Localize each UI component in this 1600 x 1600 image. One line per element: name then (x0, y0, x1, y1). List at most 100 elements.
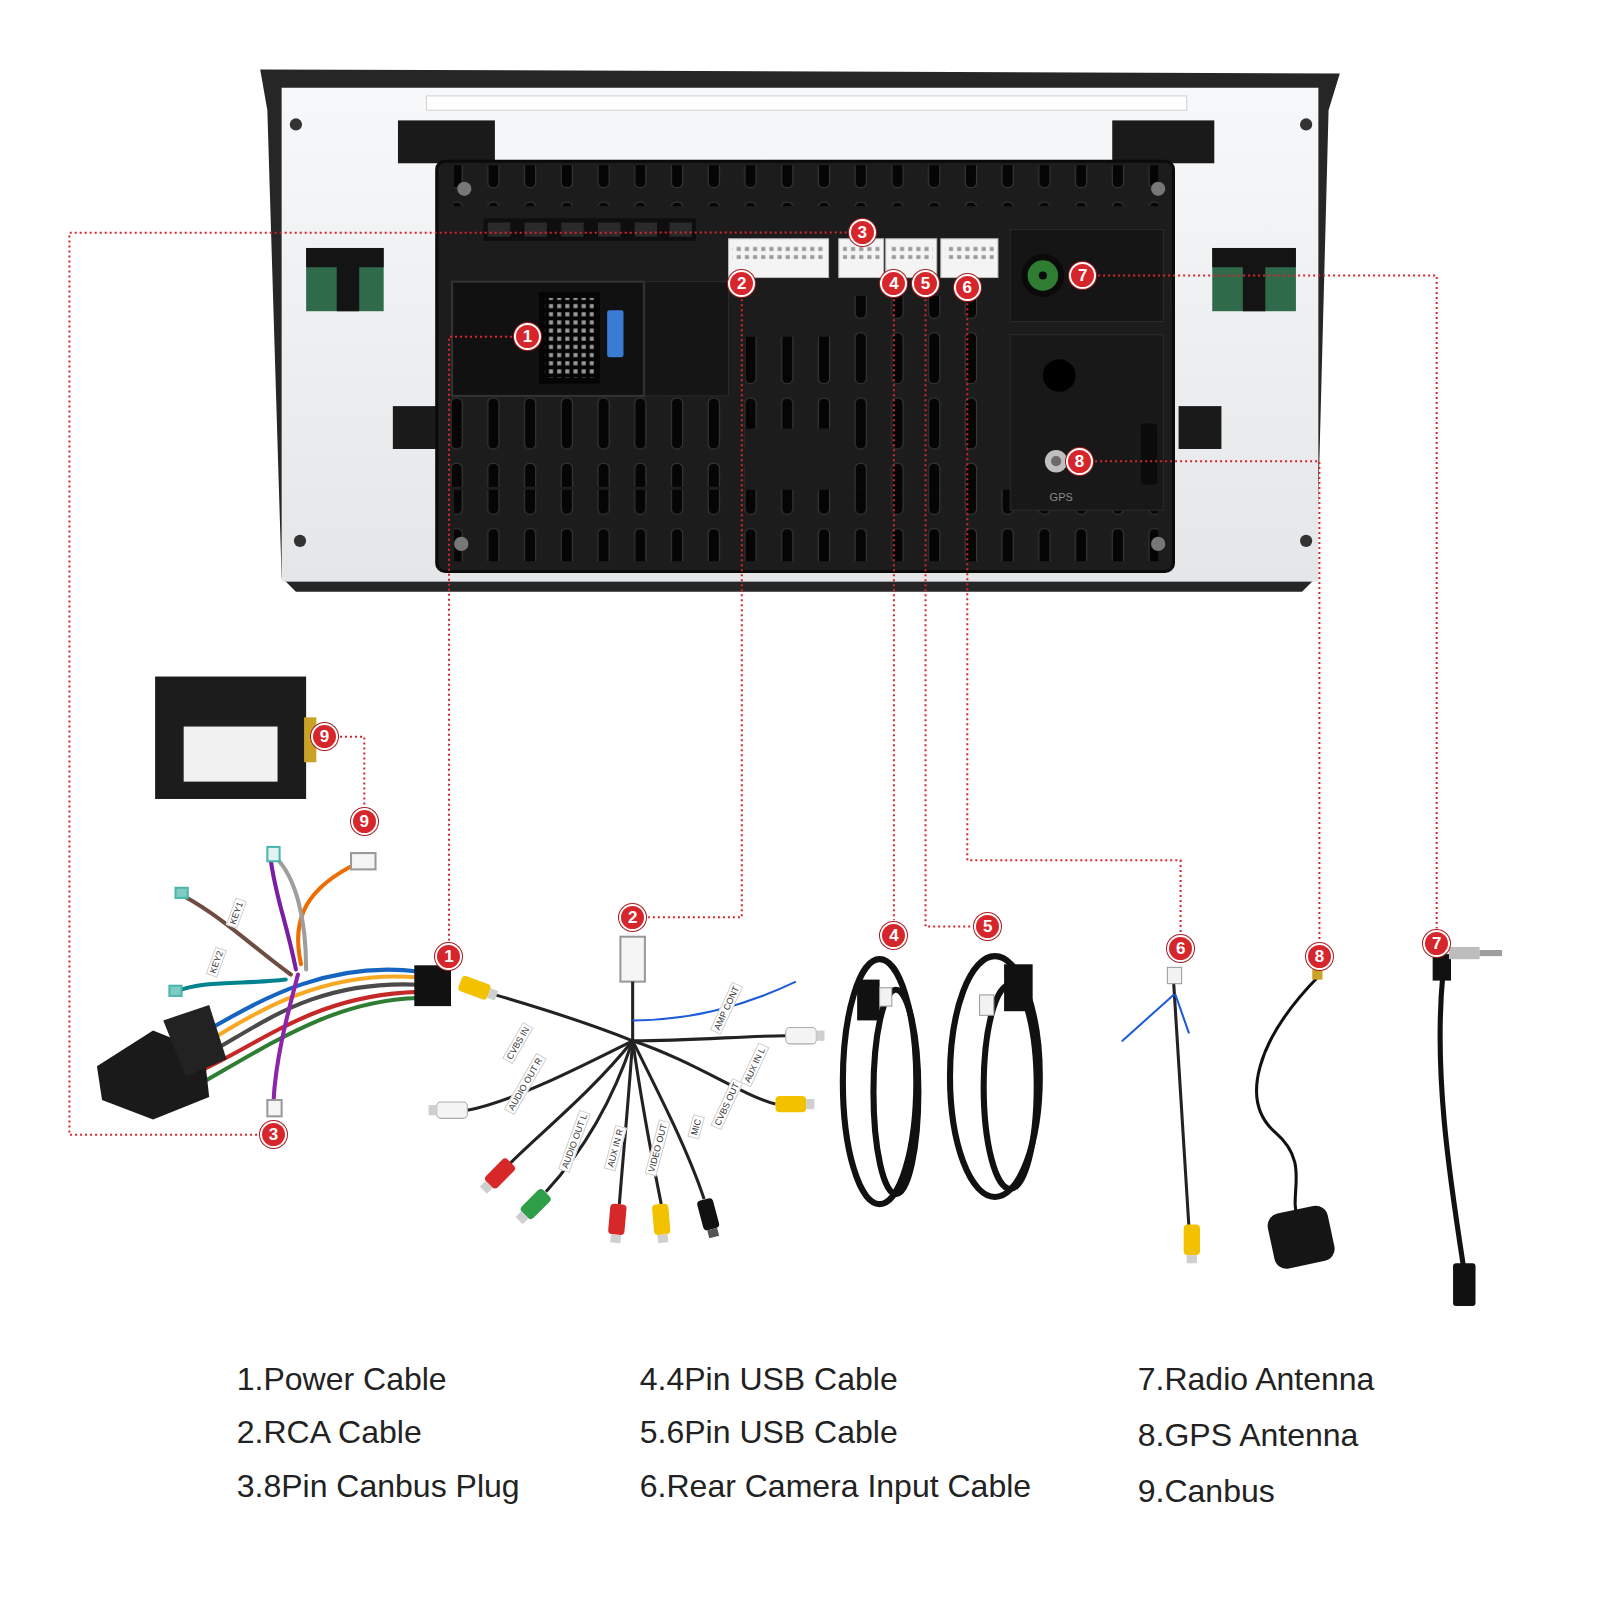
callout-number: 2 (628, 909, 637, 926)
back-panel (437, 161, 1174, 571)
power-harness-part (163, 1005, 226, 1076)
rca-cable-part (696, 1197, 722, 1239)
camera-cable-part (1173, 980, 1188, 1225)
rca-cable-part (513, 1187, 552, 1226)
callout-number: 6 (1176, 940, 1185, 957)
gps-antenna-part (1257, 976, 1320, 1220)
power-harness-part (414, 965, 451, 1006)
callout-circle: 8 (1306, 943, 1333, 970)
rca-cable-part-part (480, 1181, 493, 1194)
callout-number: 2 (737, 275, 746, 292)
power-harness-part (199, 992, 418, 1072)
back-panel-part (645, 282, 729, 396)
back-panel-part (945, 245, 994, 259)
callout-number: 8 (1315, 948, 1324, 965)
callout-number: 4 (889, 275, 898, 292)
back-panel-part (454, 490, 1158, 561)
power-harness-part (189, 970, 419, 1041)
gps-antenna-part (1312, 969, 1322, 979)
radio-antenna-cable-part (1449, 947, 1480, 959)
callout-number: 5 (983, 918, 992, 935)
radio-antenna-cable-part (1433, 954, 1451, 981)
back-panel-part (561, 222, 583, 236)
radio-bezel-part (306, 248, 384, 311)
back-panel-part (847, 296, 1000, 490)
rca-cable-part-part (776, 1096, 807, 1112)
radio-bezel-part (1212, 248, 1296, 311)
back-panel-part (745, 337, 847, 429)
callout-number: 9 (320, 728, 329, 745)
rca-cable-part (776, 1096, 815, 1112)
radio-bezel-part (1112, 120, 1214, 163)
camera-cable-part (1176, 995, 1189, 1033)
back-panel-part (454, 537, 468, 551)
power-harness-part (276, 857, 307, 969)
legend-item: 3.8Pin Canbus Plug (237, 1468, 520, 1505)
usb-cables-part (857, 980, 879, 1021)
gps-antenna-part (1265, 1203, 1337, 1271)
rca-cable-part-part (707, 1228, 719, 1239)
back-panel-part (484, 218, 696, 240)
radio-antenna-cable-part (1453, 1263, 1475, 1306)
back-panel-part (1039, 271, 1047, 279)
legend-item: 9.Canbus (1138, 1473, 1275, 1510)
port-print: GPS (1050, 491, 1073, 504)
back-panel-part (539, 292, 600, 384)
leader-line (69, 233, 846, 1135)
usb-cables-part (873, 990, 918, 1194)
rca-cable-part-part (429, 1105, 437, 1115)
back-panel-part (1021, 254, 1064, 297)
leader-line (926, 299, 973, 926)
back-panel-part (452, 282, 644, 396)
back-panel-part (1151, 182, 1165, 196)
callout-circle: 5 (912, 270, 939, 297)
power-harness (97, 847, 451, 1119)
camera-cable-part (1167, 967, 1181, 983)
back-panel-part (1051, 456, 1061, 466)
back-panel-part (607, 310, 623, 357)
rca-cable-part-part (696, 1197, 720, 1231)
radio-bezel-part (1300, 118, 1312, 130)
back-panel-part (454, 165, 1158, 206)
canbus-box-part (184, 727, 278, 782)
rca-cable-part-part (657, 1234, 668, 1243)
radio-antenna-cable-part (1440, 974, 1463, 1265)
radio-antenna-cable-part (1480, 950, 1502, 956)
rca-cable-part-part (608, 1203, 627, 1235)
rca-cable-part (457, 975, 499, 1004)
callout-number: 1 (444, 948, 453, 965)
rca-cable-part (429, 1102, 468, 1118)
rca-cable-part-part (633, 1041, 776, 1104)
back-panel-part (669, 222, 691, 236)
back-panel-part (598, 222, 620, 236)
callout-circle: 7 (1069, 262, 1096, 289)
rca-cable-part (652, 1203, 672, 1243)
back-panel-part (1045, 450, 1067, 472)
callout-circle: 5 (974, 913, 1001, 940)
camera-cable-part (1122, 995, 1173, 1041)
rca-cable-part-part (546, 1041, 633, 1192)
back-panel-part (1010, 230, 1163, 322)
callout-circle: 3 (260, 1121, 287, 1148)
leader-line (1095, 461, 1319, 940)
leader-line (449, 337, 512, 941)
callout-circle: 6 (954, 274, 981, 301)
callout-number: 8 (1075, 453, 1084, 470)
rca-cable-part-part (633, 1036, 786, 1041)
back-panel-part (1151, 537, 1165, 551)
usb-cables (843, 956, 1040, 1204)
usb-cables-part (880, 988, 892, 1006)
callout-number: 3 (858, 224, 867, 241)
rca-cable-part-part (786, 1028, 817, 1044)
callout-number: 4 (889, 927, 898, 944)
camera-cable (1122, 967, 1200, 1263)
radio-bezel-part (1212, 248, 1296, 311)
radio-bezel-part (260, 69, 1340, 591)
camera-cable-part (1184, 1224, 1200, 1263)
callout-circle: 4 (880, 922, 907, 949)
wire-tag: KEY1 (226, 898, 248, 929)
back-panel-part (1141, 423, 1157, 484)
back-panel-part (890, 245, 933, 259)
rca-cable-part (786, 1028, 825, 1044)
